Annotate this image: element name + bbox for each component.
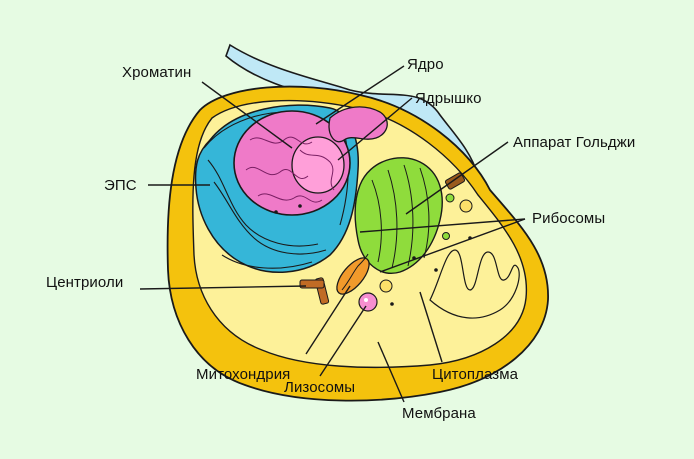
chromatin-strand-2 <box>245 167 309 179</box>
membrane-folds <box>429 249 520 319</box>
label-nucleolus: Ядрышко <box>415 90 482 107</box>
ribosome <box>298 204 302 208</box>
leader-line-golgi <box>405 141 509 215</box>
leader-line-membrane <box>377 341 405 403</box>
chromatin-strand-4 <box>299 149 335 191</box>
mitochondrion <box>336 257 370 295</box>
er-fold-2 <box>213 181 327 255</box>
lysosome <box>358 292 378 312</box>
leader-line-ribosomes-1 <box>359 218 526 233</box>
nuclear-envelope-fold <box>328 106 388 143</box>
centriole-2 <box>299 279 325 289</box>
leader-line-nucleus <box>315 65 405 125</box>
label-membrane: Мембрана <box>402 405 476 422</box>
label-lysosomes: Лизосомы <box>284 379 356 396</box>
label-centrioles: Центриоли <box>46 274 124 291</box>
golgi-cisterna-4 <box>419 167 430 259</box>
er-fold-4 <box>221 254 313 269</box>
leader-line-mitochondria <box>305 285 351 355</box>
label-chromatin: Хроматин <box>122 64 192 81</box>
vesicle <box>379 279 393 293</box>
golgi-cisterna-2 <box>387 169 398 269</box>
ribosome <box>390 302 394 306</box>
leader-line-nucleolus <box>337 97 413 161</box>
mitochondrion-cristae <box>341 253 369 291</box>
golgi-apparatus <box>354 157 443 274</box>
chromatin-strand-3 <box>257 193 323 203</box>
label-ribosomes: Рибосомы <box>532 210 606 227</box>
label-er: ЭПС <box>104 177 137 194</box>
label-mitochondria: Митохондрия <box>196 366 291 383</box>
label-nucleus: Ядро <box>407 56 444 73</box>
lysosome-dot <box>364 298 368 302</box>
leader-line-chromatin <box>201 81 293 149</box>
golgi-cisterna-1 <box>371 179 382 263</box>
er-fold-1 <box>207 159 319 247</box>
leader-line-lysosomes <box>319 305 367 377</box>
leader-line-cytoplasm <box>419 291 443 363</box>
golgi-vesicle <box>445 193 455 203</box>
nucleolus <box>291 136 345 194</box>
golgi-cisterna-3 <box>403 164 414 267</box>
vesicle <box>459 199 473 213</box>
leader-line-centrioles <box>139 285 307 290</box>
chromatin-strand-1 <box>249 136 313 145</box>
ribosome <box>274 210 278 214</box>
leader-line-ribosomes-2 <box>379 218 526 273</box>
ribosome <box>434 268 438 272</box>
label-cytoplasm: Цитоплазма <box>432 366 519 383</box>
golgi-vesicle <box>442 232 450 240</box>
label-golgi: Аппарат Гольджи <box>513 134 636 151</box>
